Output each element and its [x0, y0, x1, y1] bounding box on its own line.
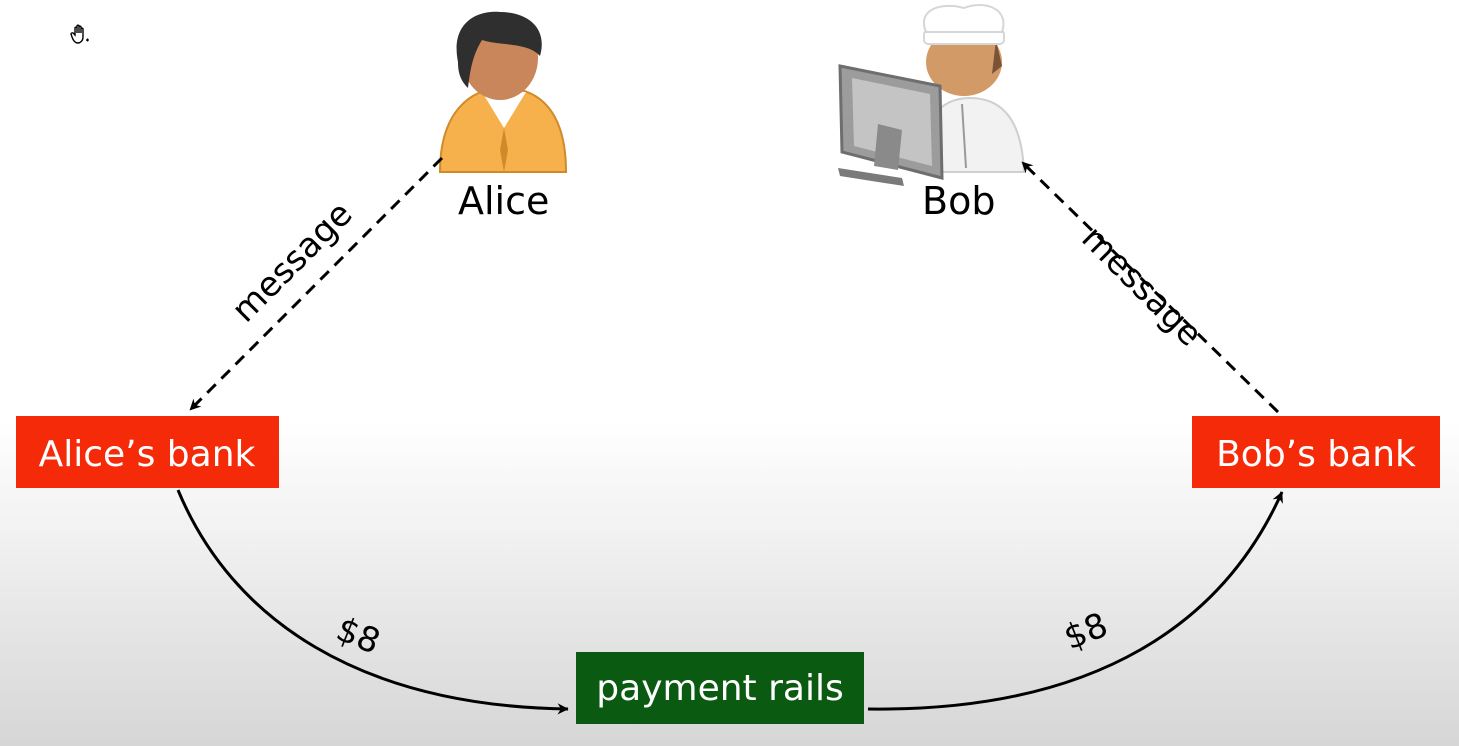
alice-person-icon	[438, 11, 568, 173]
alice-to-bank-message-arrow	[188, 156, 444, 412]
alice-label: Alice	[458, 179, 549, 223]
alice-bank-amount-label: $8	[331, 609, 386, 662]
payment-rails-node: payment rails	[576, 652, 864, 724]
alice-bank-to-rails-arrow	[176, 489, 569, 715]
bob-label: Bob	[922, 179, 995, 223]
rails-to-bob-bank-arrow	[867, 491, 1284, 711]
payment-rails-label: payment rails	[596, 668, 843, 709]
bob-bank-amount-label: $8	[1058, 605, 1113, 658]
bob-bank-label: Bob’s bank	[1216, 434, 1416, 475]
alice-bank-label: Alice’s bank	[39, 434, 256, 475]
alice-message-label: message	[224, 194, 360, 330]
hand-cursor-icon	[70, 24, 89, 44]
bob-message-label: message	[1074, 218, 1210, 354]
bob-chef-computer-icon	[838, 4, 1026, 186]
bob-bank-node: Bob’s bank	[1192, 416, 1440, 488]
alice-bank-node: Alice’s bank	[16, 416, 279, 488]
